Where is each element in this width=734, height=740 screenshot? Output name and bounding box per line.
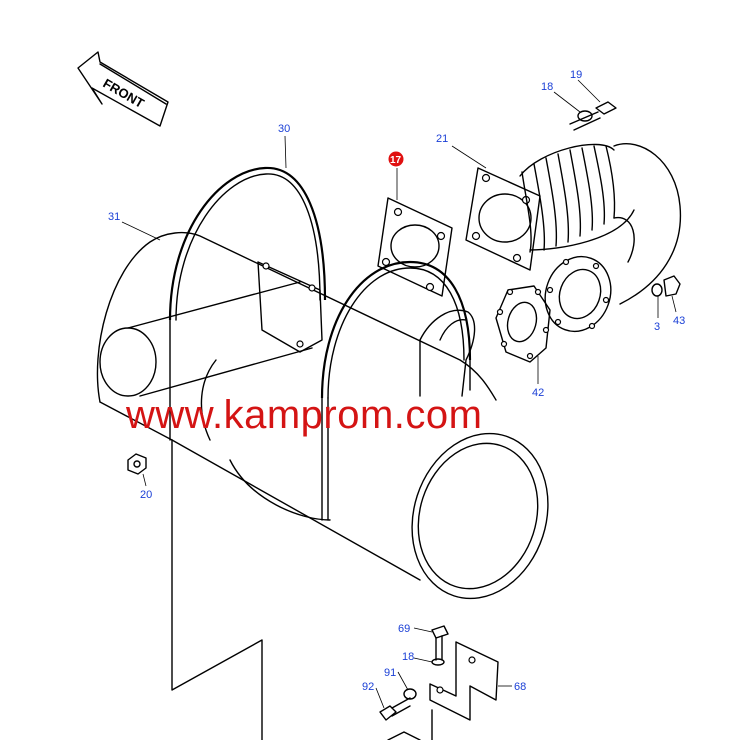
gasket-17 <box>377 197 453 297</box>
flexible-pipe-21 <box>465 143 682 305</box>
bolt-69 <box>431 625 449 661</box>
callout-20: 20 <box>140 489 152 501</box>
callout-31: 31 <box>108 211 120 223</box>
strap-30 <box>168 166 327 441</box>
watermark: www.kamprom.com <box>125 393 482 437</box>
leader-lines <box>121 79 677 709</box>
strap-front <box>320 260 472 521</box>
callout-18-top: 18 <box>541 81 553 93</box>
callout-42: 42 <box>532 387 544 399</box>
callout-18-bottom: 18 <box>402 651 414 663</box>
outlet-flange <box>544 255 612 333</box>
callout-19: 19 <box>570 69 582 81</box>
nut-20 <box>127 453 147 475</box>
callout-92: 92 <box>362 681 374 693</box>
bolt-19 <box>569 101 617 131</box>
callout-43: 43 <box>673 315 685 327</box>
callout-3: 3 <box>654 321 660 333</box>
gasket-42 <box>495 285 551 363</box>
callout-91: 91 <box>384 667 396 679</box>
callout-17-badge: 17 <box>388 151 404 167</box>
callout-17: 17 <box>390 155 402 166</box>
bracket-lower <box>387 731 421 740</box>
front-arrow: FRONT <box>77 51 169 127</box>
silencer-body <box>96 231 549 740</box>
bolt-92 <box>379 697 411 721</box>
washer-18 <box>431 658 445 666</box>
washer-91 <box>403 688 417 700</box>
callout-30: 30 <box>278 123 290 135</box>
callout-21: 21 <box>436 133 448 145</box>
highlight-circle <box>388 151 404 167</box>
bracket-68 <box>429 641 499 721</box>
callout-68: 68 <box>514 681 526 693</box>
nut-3 <box>651 275 681 297</box>
callout-69: 69 <box>398 623 410 635</box>
